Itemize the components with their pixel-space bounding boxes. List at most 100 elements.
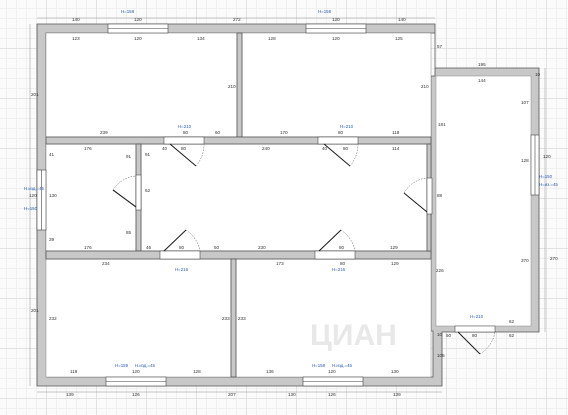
nw-dim-top-c: 134 xyxy=(197,36,205,41)
wall-south-hall xyxy=(45,250,432,260)
nw-dim-bottom: 239 xyxy=(100,130,108,135)
small-dim-top: 176 xyxy=(84,146,92,151)
hall-dim-top-r2: 114 xyxy=(392,146,400,151)
nw-dim-top-a: 123 xyxy=(72,36,80,41)
east-dim-right-top: 107 xyxy=(521,100,529,105)
door-north-west xyxy=(163,136,205,167)
east-dim-top-total: 195 xyxy=(478,62,486,67)
wall-divider-south xyxy=(230,258,237,378)
hall-door-right-height: H=216 xyxy=(332,267,346,272)
room-small-west xyxy=(45,143,137,252)
dim-ext-right: 57 xyxy=(437,44,443,49)
nw-dim-right: 210 xyxy=(228,84,236,89)
entrance-dim-right: 62 xyxy=(509,333,515,338)
sw-dim-bottom-r: 128 xyxy=(193,369,201,374)
door-north-east xyxy=(317,136,359,167)
ne-dim-door: 80 xyxy=(338,130,344,135)
se-dim-left: 233 xyxy=(238,316,246,321)
dim-left-lower: 201 xyxy=(31,308,39,313)
small-dim-left: 130 xyxy=(49,193,57,198)
dim-left-upper: 201 xyxy=(31,92,39,97)
se-dim-top-r: 129 xyxy=(391,261,399,266)
hall-dim-top-l: 91 xyxy=(145,152,151,157)
dim-bottom-right-a: 10 xyxy=(437,332,443,337)
se-dim-bottom-l: 136 xyxy=(266,369,274,374)
door-south-west xyxy=(159,229,201,260)
hall-dim-top-door: 80 xyxy=(181,146,187,151)
sw-dim-top: 234 xyxy=(102,261,110,266)
east-dim-bottom-right: 62 xyxy=(509,319,515,324)
ne-dim-top-a: 128 xyxy=(268,36,276,41)
sw-dim-bottom-l: 119 xyxy=(70,369,78,374)
east-window-sill: H=из.=45 xyxy=(539,182,558,187)
left-window-width: 120 xyxy=(29,193,37,198)
room-southwest xyxy=(45,258,232,378)
room-southeast xyxy=(235,258,432,378)
se-dim-top-w: 80 xyxy=(340,261,346,266)
nw-dim-door-right: 60 xyxy=(215,130,221,135)
ne-dim-bottom: 170 xyxy=(280,130,288,135)
east-dim-top-inner: 144 xyxy=(478,78,486,83)
small-dim-bottom: 176 xyxy=(84,245,92,250)
wall-north-hall xyxy=(45,136,432,145)
east-dim-outer: 270 xyxy=(550,256,558,261)
dim-top-right: 140 xyxy=(398,17,406,22)
entrance-dim-left: 50 xyxy=(446,333,452,338)
left-window-sill: H.изд.=45 xyxy=(24,186,45,191)
small-dim-a: 41 xyxy=(49,152,55,157)
east-dim-226: 226 xyxy=(436,268,444,273)
east-dim-right-full: 370 xyxy=(521,258,529,263)
entrance-door-width: 80 xyxy=(472,333,478,338)
nw-dim-top-b: 120 xyxy=(134,36,142,41)
hall-dim-bottom-door2: 80 xyxy=(339,245,345,250)
sw-window-sill: H.изд.=45 xyxy=(135,363,156,368)
sw-dim-right: 233 xyxy=(222,316,230,321)
east-dim-right-mid: 128 xyxy=(521,158,529,163)
hall-dim-bottom-door: 80 xyxy=(179,245,185,250)
wall-divider-north xyxy=(236,32,243,138)
ne-dim-right: 210 xyxy=(421,84,429,89)
room-east xyxy=(435,75,532,327)
se-dim-bottom-r: 130 xyxy=(391,369,399,374)
hall-dim-bottom-r: 129 xyxy=(390,245,398,250)
hall-dim-bottom-m: 50 xyxy=(214,245,220,250)
sw-dim-left: 232 xyxy=(49,316,57,321)
dim-bottom-b: 126 xyxy=(132,392,140,397)
se-window-sill: H.изд.=45 xyxy=(332,363,353,368)
dim-bottom-a: 139 xyxy=(66,392,74,397)
hall-dim-top-door2: 80 xyxy=(343,146,349,151)
east-window-height: H=150 xyxy=(539,174,553,179)
dim-bottom-f: 139 xyxy=(393,392,401,397)
window-top-left-height: H=158 xyxy=(121,9,135,14)
dim-top-left: 140 xyxy=(72,17,80,22)
window-top-left-width: 120 xyxy=(134,17,142,22)
se-window-height: H=158 xyxy=(312,363,326,368)
sw-dim-bottom-w: 120 xyxy=(132,369,140,374)
dim-bottom-e: 130 xyxy=(288,392,296,397)
ne-dim-top-c: 125 xyxy=(395,36,403,41)
window-top-right-height: H=158 xyxy=(318,9,332,14)
ne-dim-bottom-right: 118 xyxy=(392,130,400,135)
door-small-room xyxy=(112,174,142,211)
door-east xyxy=(403,177,433,215)
hall-dim-top-w: 240 xyxy=(262,146,270,151)
room-northwest xyxy=(45,32,238,138)
hall-dim-top-m: 40 xyxy=(162,146,168,151)
entrance-door-height: H=210 xyxy=(470,314,484,319)
hall-dim-bottom-w: 230 xyxy=(258,245,266,250)
se-dim-top: 173 xyxy=(276,261,284,266)
ne-door-height: H=210 xyxy=(340,124,354,129)
room-northeast xyxy=(241,32,432,138)
small-dim-d: 85 xyxy=(126,230,132,235)
east-dim-left: 181 xyxy=(438,122,446,127)
dim-top-mid: 272 xyxy=(233,17,241,22)
se-dim-bottom-w: 120 xyxy=(328,369,336,374)
door-south-east xyxy=(314,229,356,260)
nw-dim-door: 80 xyxy=(183,130,189,135)
small-dim-c: 91 xyxy=(126,154,132,159)
watermark-logo: ЦИАН xyxy=(310,319,397,352)
sw-window-height: H=159 xyxy=(115,363,129,368)
hall-dim-right-door: 88 xyxy=(437,193,443,198)
